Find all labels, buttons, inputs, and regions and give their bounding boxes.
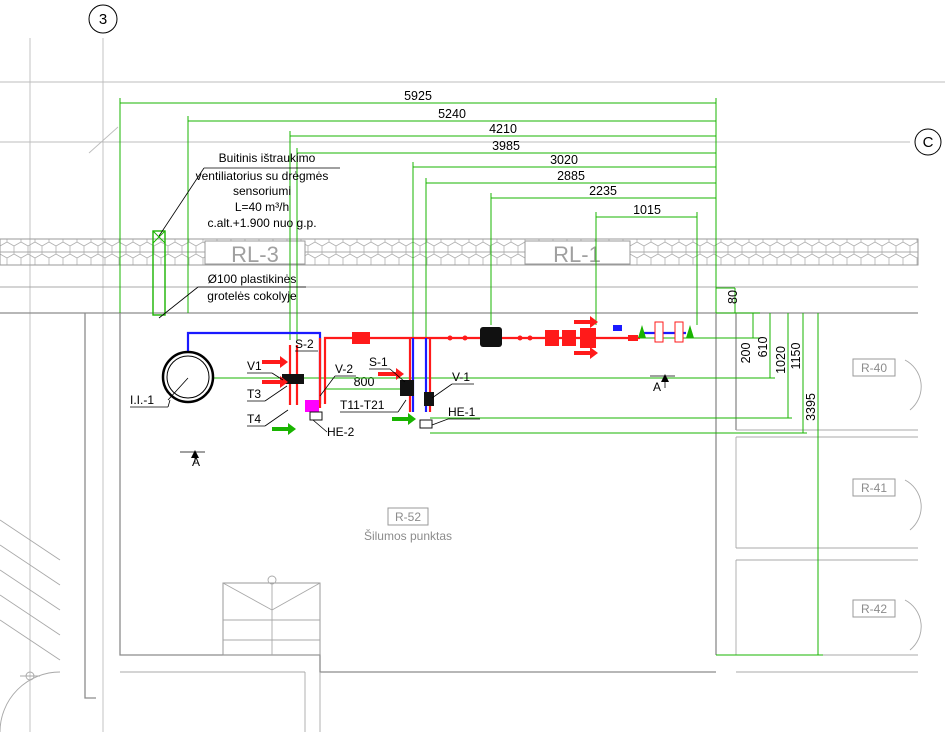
- grille-note: Ø100 plastikinės grotelės cokolyje: [198, 272, 306, 303]
- tag-he2: HE-2: [327, 425, 355, 439]
- wall-insulation-band: [0, 238, 919, 314]
- room-r40: R-40: [852, 358, 896, 377]
- section-marker-a-left: A: [180, 450, 205, 469]
- tag-he1: HE-1: [448, 405, 476, 419]
- fan-note-line-5: c.alt.+1.900 nuo g.p.: [207, 216, 316, 230]
- dim-3020: 3020: [550, 153, 578, 167]
- room-r41: R-41: [852, 478, 896, 497]
- room-r41-code: R-41: [861, 481, 887, 495]
- dim-2885: 2885: [557, 169, 585, 183]
- door-box: [222, 575, 321, 656]
- grid-lines: [0, 38, 945, 732]
- fan-note-line-1: Buitinis ištraukimo: [219, 151, 316, 165]
- flow-arrows: [262, 316, 694, 435]
- dim-v1020: 1020: [774, 346, 788, 374]
- fan-note: Buitinis ištraukimo ventiliatorius su dr…: [196, 151, 340, 230]
- buffer-tank: [161, 350, 215, 404]
- piping: [186, 331, 686, 412]
- duct-rl3: RL-3: [204, 240, 306, 267]
- duct-rl1: RL-1: [524, 240, 631, 267]
- tag-t3: T3: [247, 387, 261, 401]
- room-r40-code: R-40: [861, 361, 887, 375]
- dim-1015: 1015: [633, 203, 661, 217]
- room-r52-code: R-52: [395, 510, 421, 524]
- dim-v200: 200: [739, 343, 753, 364]
- room-r52: R-52 Šilumos punktas: [364, 507, 452, 543]
- dim-v1150: 1150: [789, 343, 803, 370]
- room-r42-code: R-42: [861, 602, 887, 616]
- grid-label-3: 3: [99, 11, 107, 28]
- grid-bubble-c: C: [914, 128, 942, 156]
- dim-v610: 610: [756, 337, 770, 358]
- tag-v2: V-2: [335, 362, 353, 376]
- dim-v3395: 3395: [804, 393, 818, 421]
- section-a-right-label: A: [653, 380, 661, 394]
- section-a-left-label: A: [192, 455, 200, 469]
- vertical-dimension-texts: 80 200 610 1020 1150 3395: [726, 290, 818, 421]
- exhaust-fan: [152, 167, 205, 319]
- room-r42: R-42: [852, 599, 896, 618]
- tag-ii1: I.I.-1: [130, 393, 154, 407]
- dim-4210: 4210: [489, 122, 517, 136]
- dim-800: 800: [354, 375, 375, 389]
- dim-2235: 2235: [589, 184, 617, 198]
- equipment-tags: V1 T3 T4 S-2 V-2 HE-2 S-1 T11-T21 V-1 HE…: [130, 337, 480, 439]
- duct-rl3-label: RL-3: [231, 242, 279, 267]
- fan-note-line-4: L=40 m³/h: [235, 200, 289, 214]
- section-marker-a-right: A: [650, 374, 675, 394]
- room-r52-name: Šilumos punktas: [364, 528, 452, 543]
- pipe-fittings: [282, 321, 684, 429]
- stair: [0, 519, 61, 681]
- tag-s1: S-1: [369, 355, 388, 369]
- tag-s2: S-2: [295, 337, 314, 351]
- vertical-dimensions: [200, 288, 823, 656]
- tag-t11-t21: T11-T21: [340, 398, 385, 412]
- tag-t4: T4: [247, 412, 261, 426]
- dim-v80: 80: [726, 290, 740, 304]
- dim-3985: 3985: [492, 139, 520, 153]
- grid-bubble-3: 3: [88, 4, 118, 34]
- tag-v1-right: V-1: [452, 370, 470, 384]
- duct-rl1-label: RL-1: [553, 242, 601, 267]
- fan-note-line-3: sensoriumi: [233, 184, 291, 198]
- tag-v1-left: V1: [247, 359, 262, 373]
- grille-note-line-1: Ø100 plastikinės: [208, 272, 297, 286]
- dim-5240: 5240: [438, 107, 466, 121]
- fan-note-line-2: ventiliatorius su drėgmės: [196, 169, 329, 183]
- dim-5925: 5925: [404, 89, 432, 103]
- grid-label-c: C: [923, 134, 934, 151]
- grille-note-line-2: grotelės cokolyje: [207, 289, 297, 303]
- horizontal-dimensions: [119, 98, 735, 390]
